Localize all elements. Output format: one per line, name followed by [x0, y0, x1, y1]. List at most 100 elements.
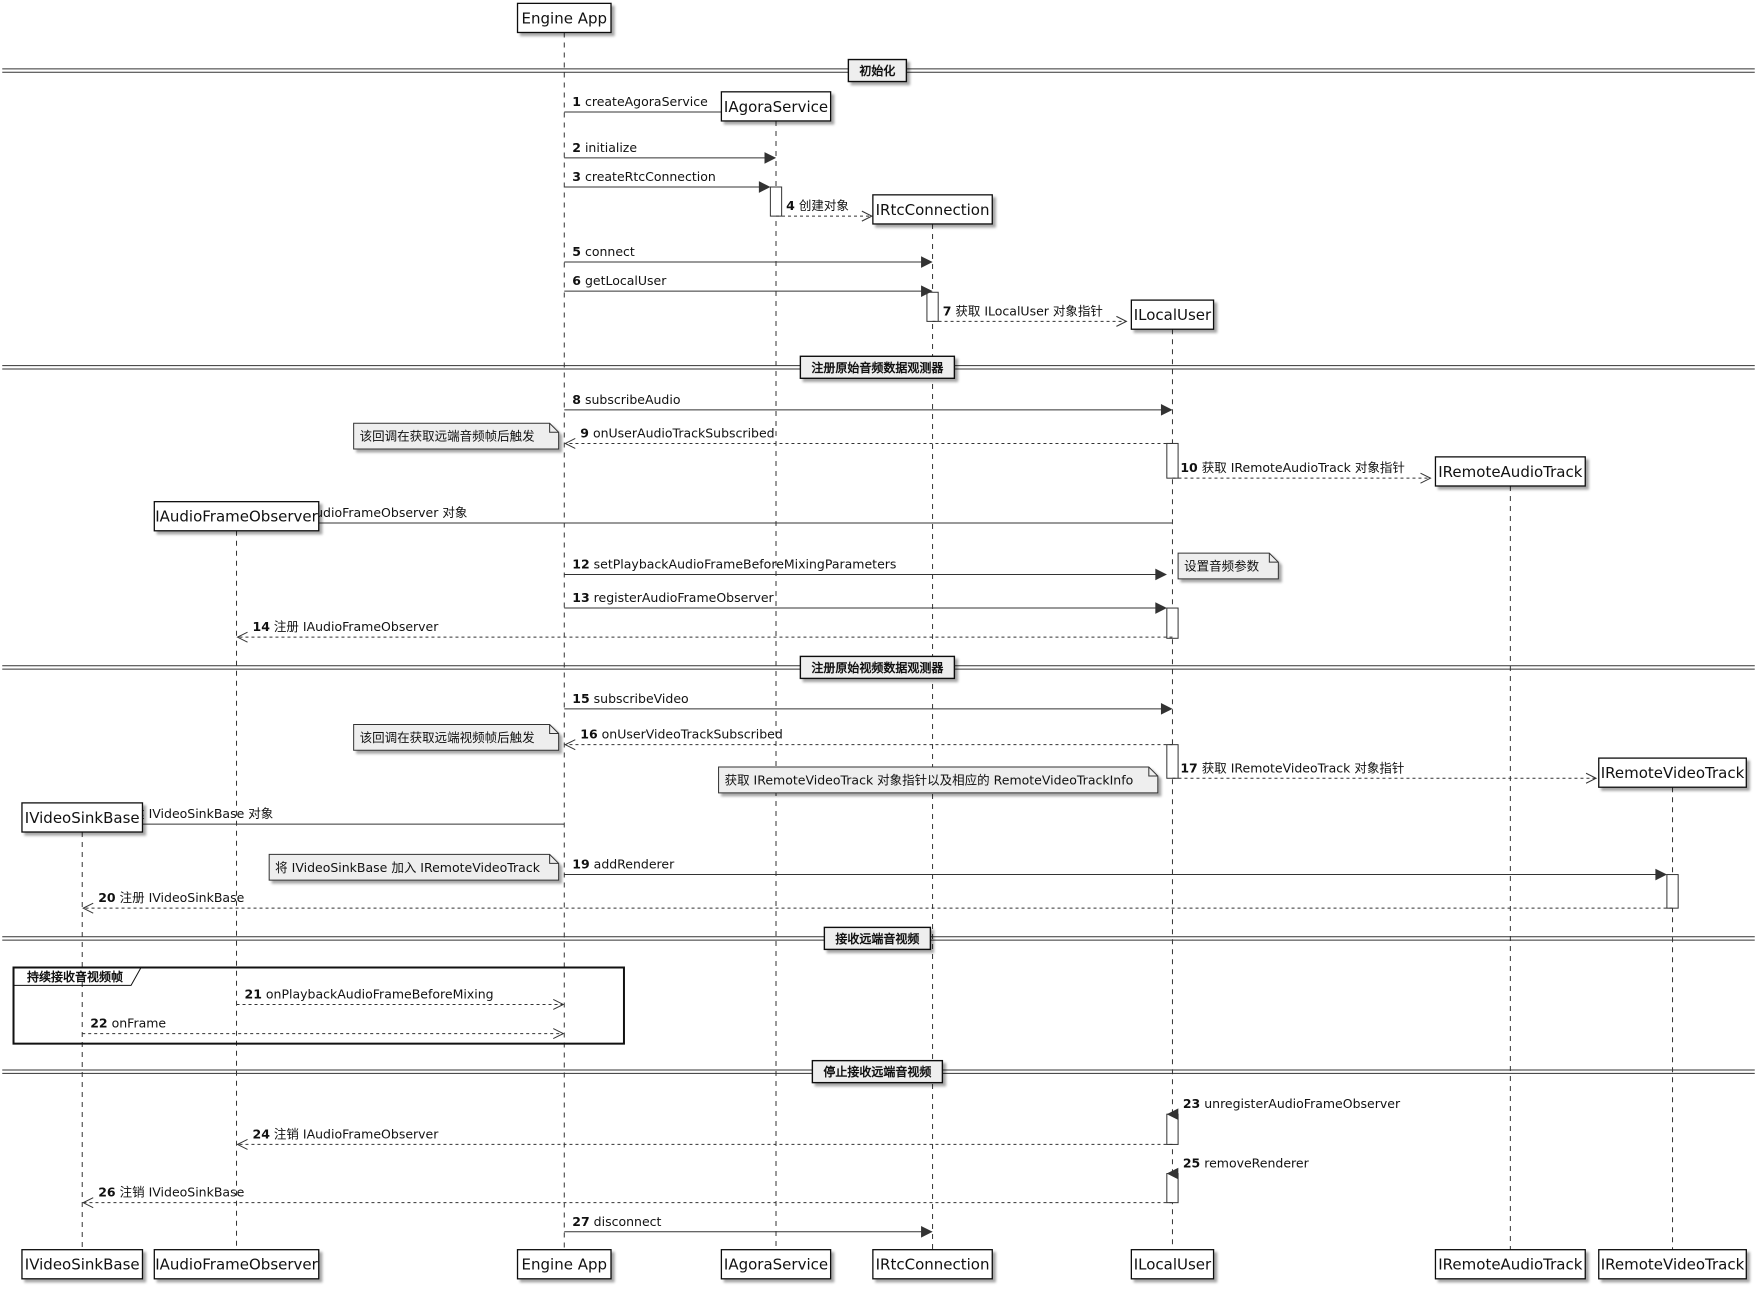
message-label: 4 创建对象: [786, 198, 849, 213]
message-13: 13 registerAudioFrameObserver: [564, 590, 1167, 614]
participant-vsink-bottom: IVideoSinkBase: [21, 1249, 144, 1280]
message-10: 10 获取 IRemoteAudioTrack 对象指针: [1172, 460, 1432, 484]
participant-label: ILocalUser: [1134, 1256, 1212, 1274]
participant-svc-bottom: IAgoraService: [720, 1249, 832, 1280]
arrowhead-open: [553, 1028, 565, 1040]
message-text: onFrame: [112, 1016, 167, 1031]
message-number: 16: [580, 727, 598, 742]
message-text: getLocalUser: [585, 273, 667, 288]
participant-label: IRemoteVideoTrack: [1601, 764, 1745, 782]
message-number: 19: [572, 857, 589, 872]
message-label: 27 disconnect: [572, 1214, 661, 1229]
message-18: 18 创建 IVideoSinkBase 对象: [82, 806, 565, 830]
message-number: 7: [943, 303, 952, 318]
note-text: 获取 IRemoteVideoTrack 对象指针以及相应的 RemoteVid…: [725, 772, 1134, 787]
arrowhead-filled: [1160, 703, 1173, 715]
participant-label: IRtcConnection: [876, 201, 990, 219]
message-text: disconnect: [594, 1214, 662, 1229]
message-number: 5: [572, 244, 581, 259]
message-text: createRtcConnection: [585, 169, 716, 184]
activation-bar: [1166, 744, 1179, 779]
message-12: 12 setPlaybackAudioFrameBeforeMixingPara…: [564, 556, 1167, 581]
participant-lu-bottom: ILocalUser: [1130, 1249, 1215, 1280]
message-number: 26: [98, 1185, 116, 1200]
message-number: 1: [572, 94, 581, 109]
message-text: 创建 IAudioFrameObserver 对象: [274, 505, 467, 520]
participant-label: IVideoSinkBase: [25, 809, 140, 827]
note-text: 该回调在获取远端音频帧后触发: [360, 429, 536, 444]
message-number: 8: [572, 392, 581, 407]
message-number: 27: [572, 1214, 589, 1229]
arrowhead-open: [1116, 315, 1128, 327]
note: 将 IVideoSinkBase 加入 IRemoteVideoTrack: [268, 853, 560, 881]
participant-rtc-top: IRtcConnection: [872, 194, 993, 225]
participant-label: IAgoraService: [724, 98, 828, 116]
participant-label: IAudioFrameObserver: [155, 508, 318, 526]
participant-afo-top: IAudioFrameObserver: [153, 501, 320, 532]
participant-rat-top: IRemoteAudioTrack: [1434, 456, 1586, 487]
message-3: 3 createRtcConnection: [564, 169, 771, 193]
section-label: 初始化: [859, 63, 895, 78]
message-17: 17 获取 IRemoteVideoTrack 对象指针: [1172, 760, 1598, 784]
note: 该回调在获取远端视频帧后触发: [353, 724, 560, 751]
message-text: 获取 IRemoteAudioTrack 对象指针: [1202, 460, 1405, 475]
participant-label: IAgoraService: [724, 1256, 828, 1274]
participant-afo-bottom: IAudioFrameObserver: [153, 1249, 320, 1280]
participant-app-top: Engine App: [516, 2, 612, 34]
message-4: 4 创建对象: [776, 198, 873, 222]
arrowhead-filled: [1155, 602, 1167, 614]
section-separator: 停止接收远端音视频: [2, 1059, 1755, 1084]
arrowhead-open: [553, 999, 565, 1010]
message-text: 注册 IAudioFrameObserver: [274, 619, 439, 634]
message-text: onUserVideoTrackSubscribed: [602, 727, 783, 742]
message-label: 3 createRtcConnection: [572, 169, 716, 184]
message-number: 2: [572, 140, 581, 155]
message-22: 22 onFrame: [82, 1016, 565, 1040]
message-text: 注销 IVideoSinkBase: [120, 1185, 245, 1200]
message-27: 27 disconnect: [564, 1214, 933, 1238]
arrowhead-open: [236, 1138, 248, 1150]
message-label: 17 获取 IRemoteVideoTrack 对象指针: [1180, 760, 1404, 775]
message-text: connect: [585, 244, 635, 259]
participant-lu-top: ILocalUser: [1130, 299, 1215, 330]
message-text: onUserAudioTrackSubscribed: [593, 425, 775, 440]
message-label: 21 onPlaybackAudioFrameBeforeMixing: [245, 986, 494, 1001]
arrowhead-filled: [1166, 1108, 1179, 1120]
message-11: 11 创建 IAudioFrameObserver 对象: [236, 505, 1173, 529]
message-23: 23 unregisterAudioFrameObserver: [1166, 1096, 1401, 1120]
section-label: 注册原始音频数据观测器: [811, 360, 944, 375]
message-number: 13: [572, 590, 589, 605]
message-number: 9: [580, 425, 589, 440]
message-text: 注册 IVideoSinkBase: [120, 890, 245, 905]
message-number: 15: [572, 691, 589, 706]
message-label: 20 注册 IVideoSinkBase: [98, 890, 244, 905]
arrowhead-open: [861, 210, 873, 222]
section-separator: 初始化: [2, 58, 1755, 83]
participant-vsink-top: IVideoSinkBase: [21, 802, 144, 833]
message-number: 4: [786, 198, 795, 213]
message-number: 12: [572, 556, 589, 571]
arrowhead-open: [1420, 472, 1432, 484]
message-26: 26 注销 IVideoSinkBase: [82, 1185, 1173, 1209]
message-text: registerAudioFrameObserver: [594, 590, 775, 605]
participant-rvt-top: IRemoteVideoTrack: [1598, 757, 1747, 788]
message-label: 15 subscribeVideo: [572, 691, 688, 706]
message-label: 10 获取 IRemoteAudioTrack 对象指针: [1180, 460, 1405, 475]
message-label: 6 getLocalUser: [572, 273, 667, 288]
loop-frame: 持续接收音视频帧: [12, 966, 625, 1045]
participant-label: IRtcConnection: [876, 1256, 990, 1274]
message-label: 24 注销 IAudioFrameObserver: [253, 1126, 440, 1141]
message-19: 19 addRenderer: [564, 857, 1668, 881]
message-label: 9 onUserAudioTrackSubscribed: [580, 425, 774, 440]
message-text: 注销 IAudioFrameObserver: [274, 1126, 439, 1141]
participant-label: ILocalUser: [1134, 306, 1212, 324]
message-label: 16 onUserVideoTrackSubscribed: [580, 727, 783, 742]
message-label: 26 注销 IVideoSinkBase: [98, 1185, 244, 1200]
arrowhead-filled: [1155, 568, 1167, 581]
message-label: 13 registerAudioFrameObserver: [572, 590, 774, 605]
section-separator: 注册原始视频数据观测器: [2, 655, 1755, 680]
participant-label: Engine App: [522, 9, 607, 27]
participant-label: Engine App: [522, 1256, 607, 1274]
message-text: 创建 IVideoSinkBase 对象: [120, 806, 274, 821]
message-text: unregisterAudioFrameObserver: [1204, 1096, 1401, 1111]
